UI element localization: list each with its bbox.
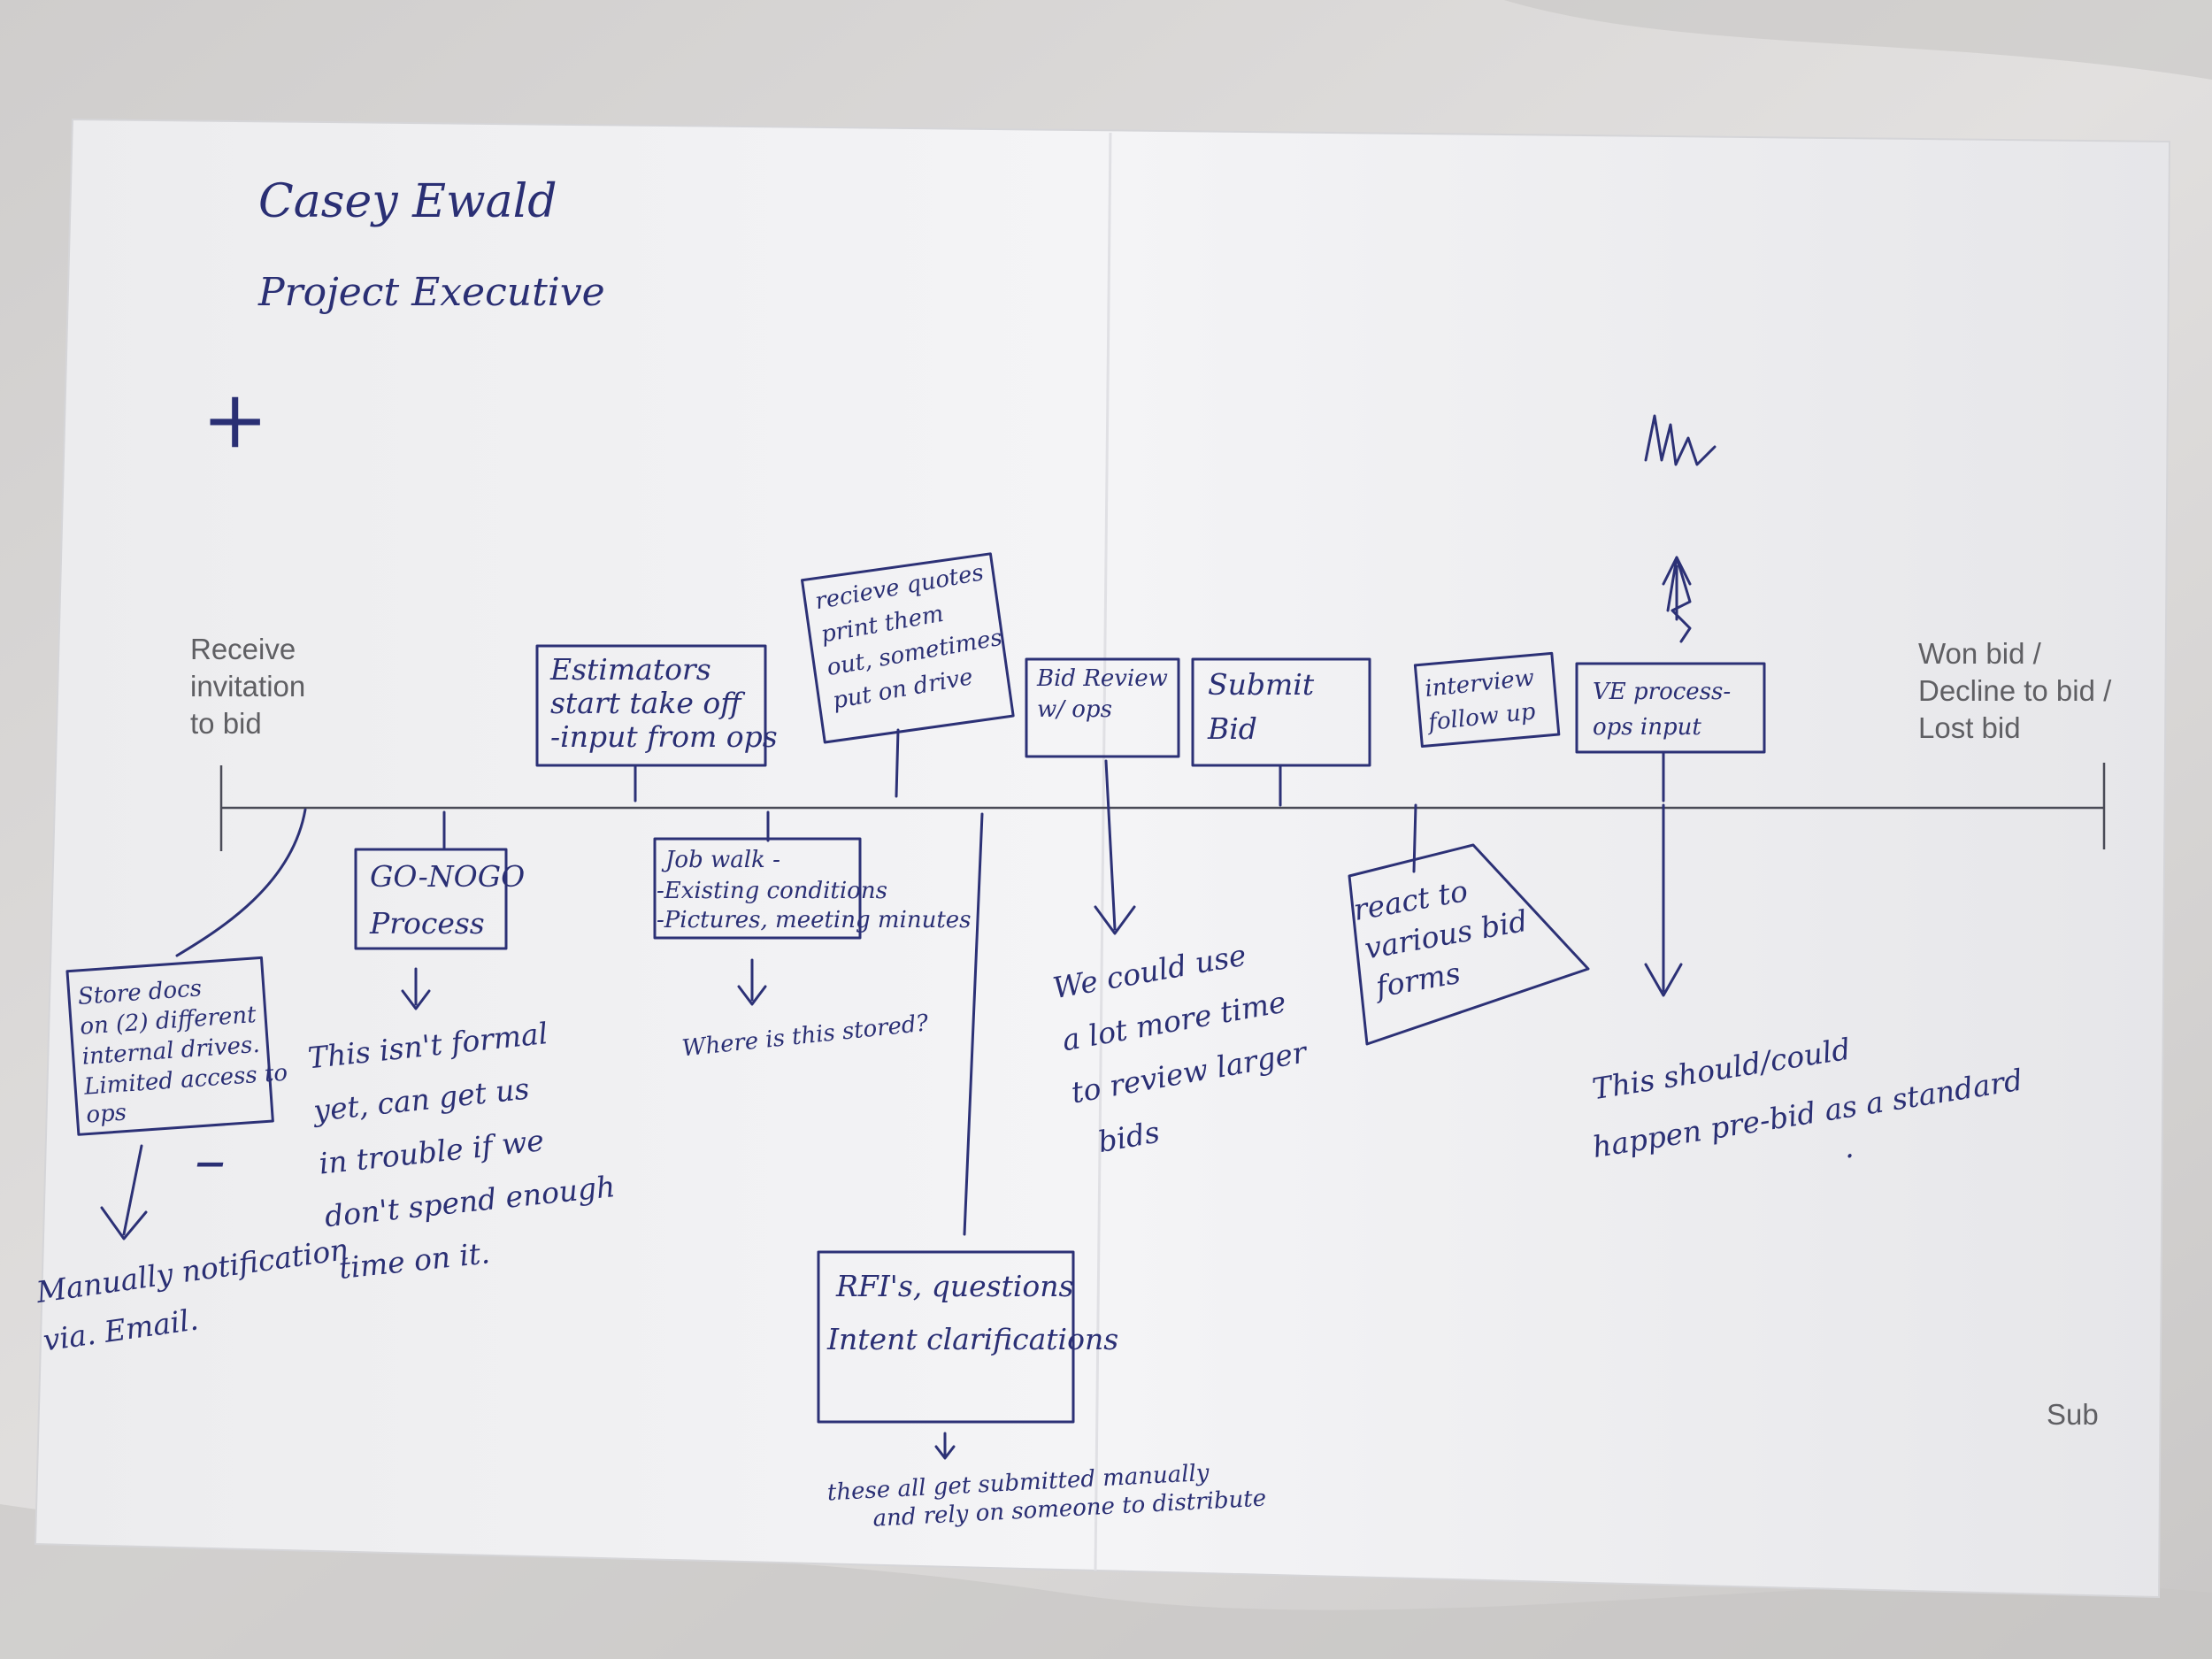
arrow-down-icon (934, 1432, 956, 1460)
fabric-fold (0, 1504, 2212, 1659)
ve-process-note: VE process- ops input (1593, 679, 1738, 741)
scribble-mark (1644, 414, 1717, 466)
arrow-down-icon (401, 967, 431, 1010)
fabric-fold (1504, 0, 2212, 80)
store-docs-box (65, 956, 274, 1136)
job-walk-note: Job walk - -Existing conditions -Picture… (657, 847, 972, 933)
connector (175, 808, 307, 957)
rfis-note: RFI's, questions Intent clarifications (826, 1269, 1118, 1356)
arrow-up-icon (1662, 556, 1692, 621)
job-walk-box (653, 837, 862, 940)
connector (963, 812, 984, 1236)
timeline-end-label: Won bid / Decline to bid / Lost bid (1918, 637, 2119, 744)
receive-quotes-box (801, 552, 1015, 744)
go-nogo-note: GO-NOGO Process (369, 859, 534, 941)
ve-process-box (1575, 662, 1766, 754)
estimators-note: Estimators start take off -input from op… (549, 652, 778, 754)
arrow-down-icon (1644, 803, 1683, 997)
arrow-down-icon (737, 958, 767, 1006)
bid-review-box (1025, 657, 1180, 758)
go-nogo-box (354, 848, 508, 950)
paper-crease (1094, 132, 1112, 1571)
rfis-box (817, 1250, 1075, 1424)
react-box (1348, 843, 1590, 1046)
interview-box (1413, 651, 1561, 749)
corner-label: Sub (2047, 1398, 2099, 1431)
submit-bid-note: Submit Bid (1207, 667, 1324, 746)
connector (1412, 803, 1417, 873)
bid-review-note: Bid Review w/ ops (1036, 665, 1175, 723)
scribble-mark (1666, 556, 1692, 643)
estimators-box (535, 644, 767, 767)
name-heading: Casey Ewald (258, 175, 557, 228)
role-heading: Project Executive (257, 270, 605, 315)
minus-icon: – (195, 1124, 226, 1196)
plus-icon: + (202, 373, 268, 466)
arrow-down-icon (1094, 759, 1136, 935)
arrow-down-icon (100, 1144, 148, 1240)
connector (895, 728, 900, 798)
timeline-start-label: Receive invitation to bid (190, 633, 313, 740)
